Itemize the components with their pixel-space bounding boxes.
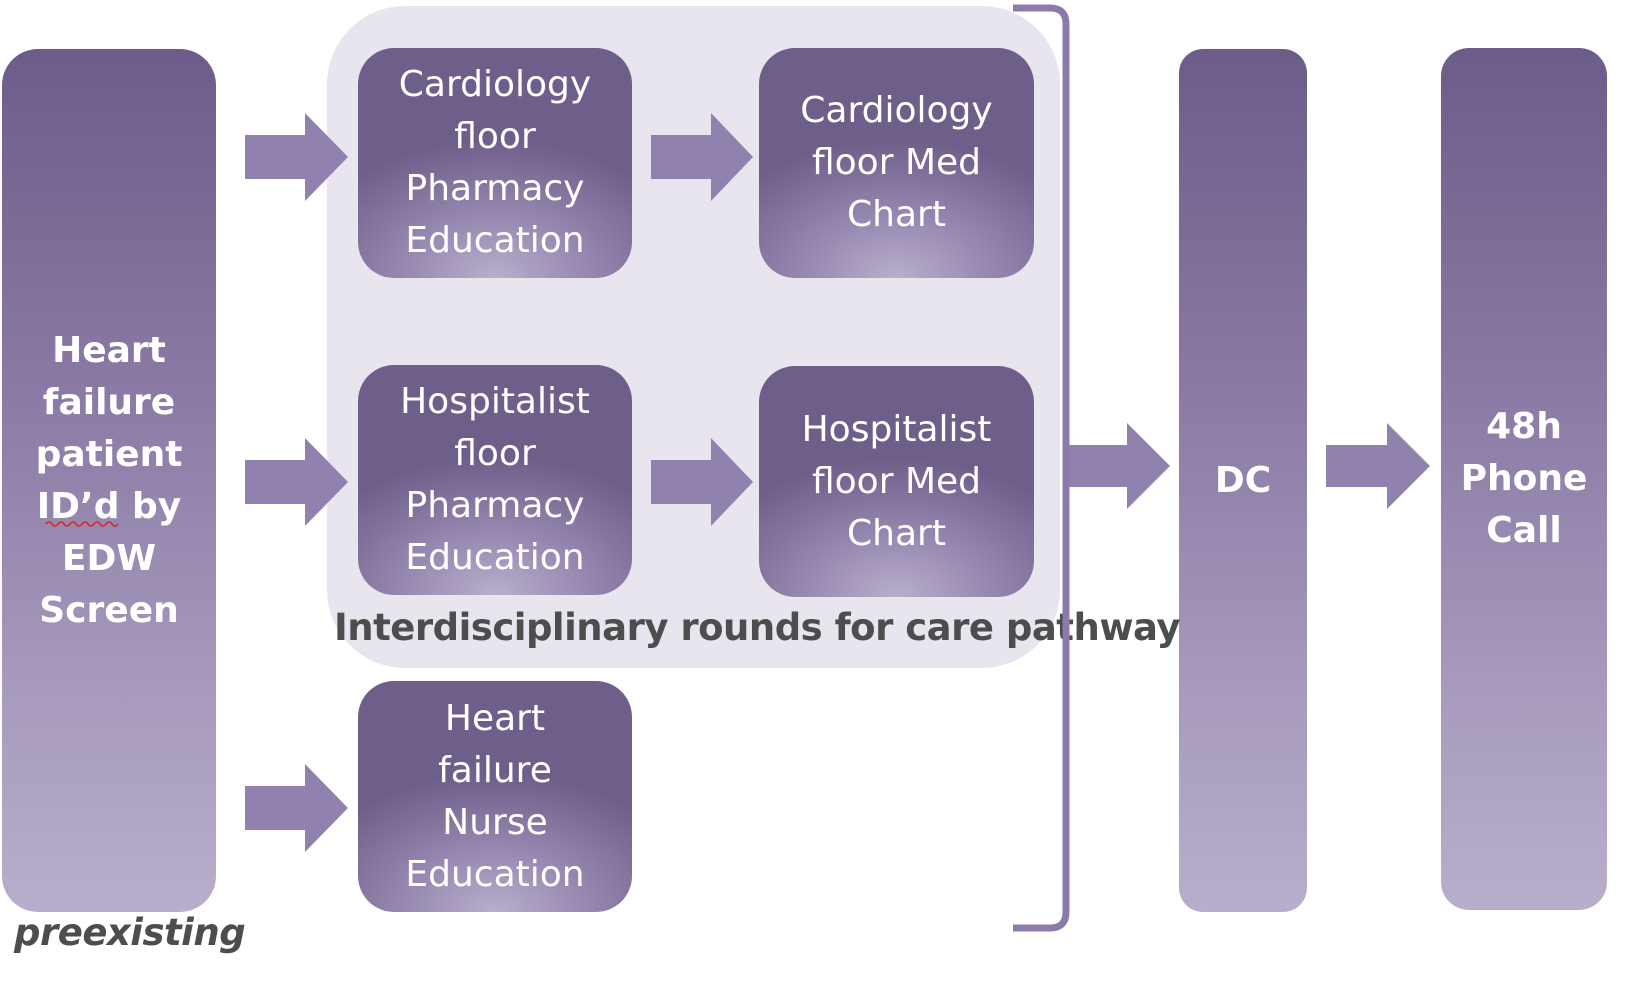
bracket-right bbox=[1013, 4, 1070, 932]
hospitalist-med-chart-text: Hospitalist floor Med Chart bbox=[801, 408, 992, 554]
arrow-to-cardiology-education bbox=[245, 113, 348, 201]
phone-call-text: 48h Phone Call bbox=[1460, 406, 1588, 551]
arrow-to-hospitalist-med-chart bbox=[651, 438, 753, 526]
hf-nurse-education-box: Heart failure Nurse Education bbox=[358, 681, 632, 912]
hf-nurse-education-text: Heart failure Nurse Education bbox=[405, 697, 585, 895]
cardiology-med-chart-text: Cardiology floor Med Chart bbox=[800, 90, 993, 235]
hospitalist-med-chart-box: Hospitalist floor Med Chart bbox=[759, 366, 1034, 597]
dc-text: DC bbox=[1214, 459, 1272, 501]
cardiology-pharmacy-education-box: Cardiology floor Pharmacy Education bbox=[358, 48, 632, 278]
dc-box: DC bbox=[1179, 49, 1307, 912]
cardiology-pharmacy-education-text: Cardiology floor Pharmacy Education bbox=[398, 64, 592, 261]
arrow-to-cardiology-med-chart bbox=[651, 113, 753, 201]
hf-patient-identified-text: Heart failure patient ID’d by EDW Screen bbox=[35, 329, 183, 631]
preexisting-label: preexisting bbox=[14, 911, 246, 954]
arrow-to-phone-call bbox=[1326, 423, 1430, 509]
spell-check-underline bbox=[45, 521, 119, 527]
arrow-to-hospitalist-education bbox=[245, 438, 348, 526]
phone-call-box: 48h Phone Call bbox=[1441, 48, 1607, 910]
arrow-to-hf-nurse-education bbox=[245, 764, 348, 852]
hospitalist-pharmacy-education-box: Hospitalist floor Pharmacy Education bbox=[358, 365, 632, 595]
arrow-to-dc bbox=[1066, 423, 1170, 509]
rounds-label: Interdisciplinary rounds for care pathwa… bbox=[334, 606, 1180, 649]
cardiology-med-chart-box: Cardiology floor Med Chart bbox=[759, 48, 1034, 278]
hf-patient-identified-box: Heart failure patient ID’d by EDW Screen bbox=[2, 49, 216, 912]
hospitalist-pharmacy-education-text: Hospitalist floor Pharmacy Education bbox=[400, 381, 590, 578]
